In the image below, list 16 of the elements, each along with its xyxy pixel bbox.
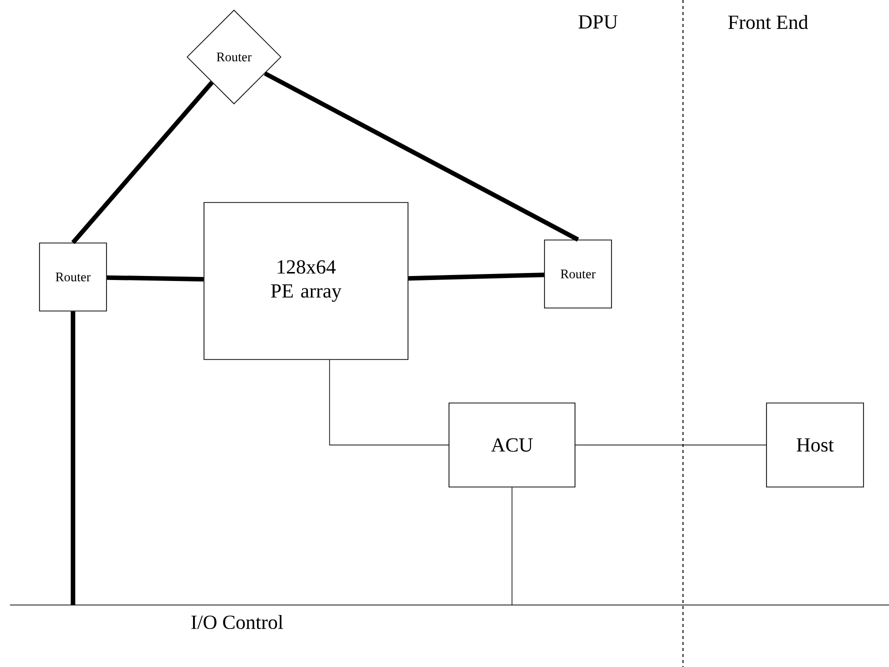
router-box: Router bbox=[544, 240, 612, 308]
array-box: 128x64 PE array bbox=[204, 202, 408, 360]
router-box: Router bbox=[39, 242, 107, 312]
host-box: Host bbox=[766, 402, 864, 488]
bus-label: I/O Control bbox=[191, 614, 283, 630]
connector-line bbox=[70, 311, 76, 605]
region-label: Front End bbox=[728, 14, 808, 30]
bus-line bbox=[10, 604, 889, 606]
connector-line bbox=[408, 272, 544, 281]
connector-line bbox=[71, 80, 214, 244]
control-unit-box: ACU bbox=[448, 402, 576, 488]
connector-line bbox=[329, 360, 449, 446]
connector-line bbox=[264, 71, 580, 242]
connector-line bbox=[106, 275, 204, 282]
region-label: DPU bbox=[578, 15, 618, 29]
connector-line bbox=[575, 444, 766, 446]
